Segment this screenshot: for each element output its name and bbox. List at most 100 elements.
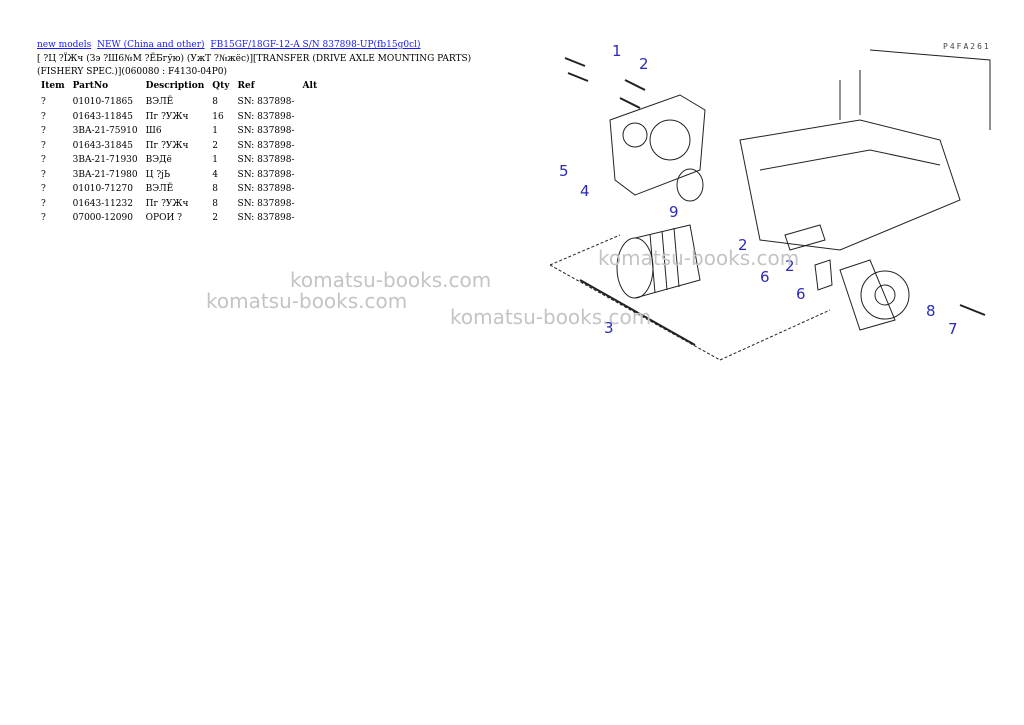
cell-qty: 1 (212, 126, 219, 137)
transfer-gear (649, 119, 691, 161)
cell-desc: ВЭЛЁ (145, 184, 174, 195)
cell-qty: 8 (212, 198, 219, 209)
watermark-2: komatsu-books.com (206, 289, 408, 313)
cell-partno: 01643-11845 (72, 111, 133, 122)
cell-qty: 4 (212, 169, 219, 180)
callout-4: 4 (580, 182, 590, 200)
cell-desc: Пг ?УЖч (145, 111, 189, 122)
cell-ref: SN: 837898- (237, 140, 295, 151)
cell-alt (299, 139, 322, 154)
cell-qty: 2 (212, 213, 219, 224)
column-header-qty: Qty (212, 81, 230, 91)
cell-qty: 8 (212, 97, 219, 108)
callout-5: 5 (559, 162, 569, 180)
cell-partno: 01643-31845 (72, 140, 133, 151)
callout-3: 3 (604, 319, 614, 337)
axle-bracket (839, 259, 896, 331)
cell-alt (299, 182, 322, 197)
cell-alt (299, 211, 322, 226)
cell-ref: SN: 837898- (237, 169, 295, 180)
cell-qty: 1 (212, 155, 219, 166)
bolt-right (959, 304, 986, 316)
cell-item: ? (41, 140, 46, 151)
callout-8: 8 (926, 302, 936, 320)
drive-shaft (579, 279, 696, 346)
cell-alt (299, 168, 322, 183)
mount-plates (784, 224, 833, 291)
column-header-alt: Alt (302, 81, 318, 91)
chassis-frame (739, 119, 961, 251)
table-row: ? 01643-11232 Пг ?УЖч 8 SN: 837898- (37, 197, 321, 212)
parts-table: Item PartNo Description Qty Ref Alt ?010… (37, 79, 321, 226)
breadcrumb: new models NEW (China and other) FB15GF/… (37, 40, 424, 50)
column-header-description: Description (145, 81, 205, 91)
bolts-top (564, 57, 646, 109)
breadcrumb-link-new-models[interactable]: new models (37, 40, 92, 50)
cell-item: ? (41, 126, 46, 137)
breadcrumb-link-model[interactable]: FB15GF/18GF-12-A S/N 837898-UP(fb15g0cl) (210, 40, 421, 50)
cell-desc: Пг ?УЖч (145, 198, 189, 209)
cell-alt (299, 95, 322, 110)
breadcrumb-link-new-china[interactable]: NEW (China and other) (97, 40, 205, 50)
callout-2a: 2 (639, 55, 649, 73)
cell-ref: SN: 837898- (237, 213, 295, 224)
table-header-row: Item PartNo Description Qty Ref Alt (37, 79, 321, 95)
drawing-code: P4FA261 (943, 42, 991, 51)
page-title-line1: [ ?Ц ?ЇЖч (Зэ ?Ш6№М ?ЁБгўю) (УжТ ?№жёс)]… (37, 54, 472, 64)
cell-partno: 3BA-21-71930 (72, 155, 138, 166)
watermark-4: komatsu-books.com (598, 246, 800, 270)
cell-item: ? (41, 213, 46, 224)
cell-partno: 3BA-21-75910 (72, 126, 138, 137)
page-title: [ ?Ц ?ЇЖч (Зэ ?Ш6№М ?ЁБгўю) (УжТ ?№жёс)]… (37, 53, 507, 79)
axle-hub (860, 270, 910, 320)
cell-ref: SN: 837898- (237, 184, 295, 195)
leader-lines (549, 234, 831, 361)
callout-2b: 2 (738, 236, 748, 254)
cell-partno: 01643-11232 (72, 198, 133, 209)
cell-alt (299, 153, 322, 168)
column-header-ref: Ref (237, 81, 255, 91)
page-title-line2: (FISHERY SPEC.)](060080 : F4130-04P0) (37, 67, 227, 77)
transfer-hub (622, 122, 648, 148)
motor-fins (649, 227, 680, 294)
callout-2c: 2 (785, 257, 795, 275)
callout-9: 9 (669, 203, 679, 221)
callout-6b: 6 (796, 285, 806, 303)
cell-item: ? (41, 184, 46, 195)
cell-ref: SN: 837898- (237, 97, 295, 108)
cell-ref: SN: 837898- (237, 198, 295, 209)
transfer-housing (609, 94, 706, 196)
cell-desc: ВЭДё (145, 155, 172, 166)
callout-1: 1 (612, 42, 622, 60)
axle-center (874, 284, 896, 306)
cell-item: ? (41, 155, 46, 166)
cell-alt (299, 124, 322, 139)
watermark-3: komatsu-books.com (450, 305, 652, 329)
column-header-item: Item (41, 81, 65, 91)
cell-desc: Ш6 (145, 126, 162, 137)
column-header-partno: PartNo (72, 81, 109, 91)
table-row: ? 3BA-21-75910 Ш6 1 SN: 837898- (37, 124, 321, 139)
cell-qty: 2 (212, 140, 219, 151)
cell-desc: ВЭЛЁ (145, 97, 174, 108)
cell-qty: 8 (212, 184, 219, 195)
cell-alt (299, 110, 322, 125)
cell-item: ? (41, 169, 46, 180)
table-row: ? 07000-12090 ОРОИ ? 2 SN: 837898- (37, 211, 321, 226)
parts-diagram: 1 2 5 4 9 2 6 2 6 3 8 7 (549, 42, 991, 361)
cell-partno: 07000-12090 (72, 213, 133, 224)
cell-ref: SN: 837898- (237, 126, 295, 137)
cell-desc: ОРОИ ? (145, 213, 182, 224)
cell-ref: SN: 837898- (237, 111, 295, 122)
callout-7: 7 (948, 320, 958, 338)
cell-item: ? (41, 198, 46, 209)
callout-6a: 6 (760, 268, 770, 286)
cell-desc: Ц ?jЬ (145, 169, 171, 180)
frame-rail (759, 149, 941, 171)
